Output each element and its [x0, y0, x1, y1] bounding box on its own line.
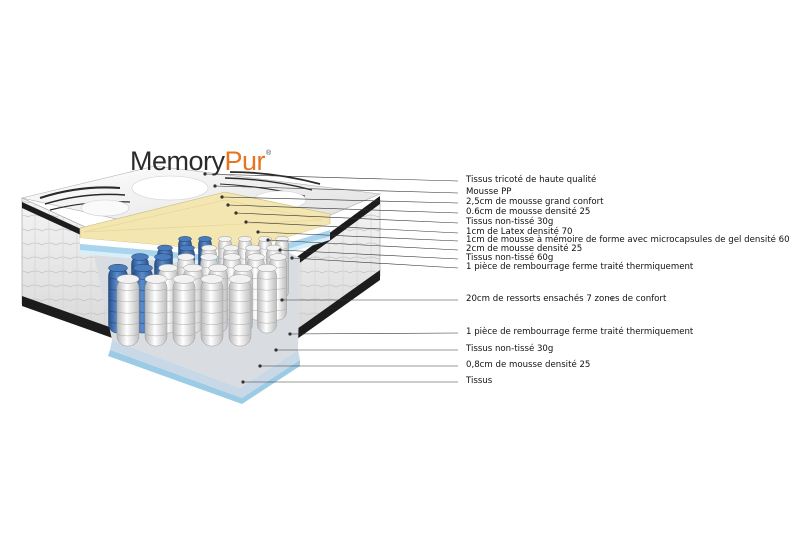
leader-lines	[203, 172, 459, 384]
leader-dot	[241, 380, 245, 384]
pocket-spring	[144, 274, 168, 347]
pocket-spring	[228, 274, 252, 347]
leader-line	[289, 332, 459, 335]
leader-dot	[220, 195, 224, 199]
leader-line	[291, 257, 459, 269]
layer-label-pp-foam: Mousse PP	[466, 187, 512, 197]
layer-label-pocket-springs: 20cm de ressorts ensachés 7 zones de con…	[466, 294, 667, 304]
leader-dot	[244, 220, 248, 224]
layer-label-memory-foam: 1cm de mousse à mémoire de forme avec mi…	[466, 235, 790, 245]
layer-label-nonwoven-30-top: Tissus non-tissé 30g	[466, 217, 554, 227]
layer-label-padding-top: 1 pièce de rembourrage ferme traité ther…	[466, 262, 694, 272]
leader-dot	[234, 211, 238, 215]
brand-registered-mark: ®	[266, 150, 271, 157]
leader-dot	[290, 256, 294, 260]
leader-line	[235, 212, 459, 224]
leader-line	[245, 221, 459, 234]
leader-dot	[274, 348, 278, 352]
leader-dot	[266, 238, 270, 242]
layer-label-nonwoven-60: Tissus non-tissé 60g	[466, 253, 554, 263]
pocket-spring	[116, 274, 140, 347]
brand-name-part2: Pur	[224, 146, 266, 176]
leader-dot	[278, 248, 282, 252]
layer-label-padding-bottom: 1 pièce de rembourrage ferme traité ther…	[466, 327, 694, 337]
pocket-springs	[108, 236, 289, 347]
leader-line	[214, 185, 459, 194]
leader-line	[204, 173, 459, 182]
leader-dot	[288, 332, 292, 336]
leader-line	[279, 249, 459, 260]
layer-label-latex: 1cm de Latex densité 70	[466, 227, 573, 237]
layer-label-knitted-fabric: Tissus tricoté de haute qualité	[466, 175, 597, 185]
leader-line	[221, 196, 459, 204]
brand-name-part1: Memory	[130, 146, 225, 176]
pocket-spring	[257, 263, 277, 334]
layer-label-comfort-foam: 2,5cm de mousse grand confort	[466, 197, 604, 207]
layer-label-foam-06: 0.6cm de mousse densité 25	[466, 207, 591, 217]
brand-logo: MemoryPur®	[130, 146, 271, 176]
leader-dot	[256, 230, 260, 234]
leader-dot	[203, 172, 207, 176]
leader-dot	[258, 364, 262, 368]
layer-label-nonwoven-30-bottom: Tissus non-tissé 30g	[466, 344, 554, 354]
leader-dot	[226, 203, 230, 207]
layer-label-fabric: Tissus	[466, 376, 493, 386]
leader-dot	[213, 184, 217, 188]
leader-line	[257, 231, 459, 242]
spring-footnote: n)	[608, 296, 614, 302]
leader-line	[227, 204, 459, 214]
leader-dot	[280, 298, 284, 302]
pocket-spring	[200, 274, 224, 347]
pocket-spring	[172, 274, 196, 347]
leader-line	[267, 239, 459, 251]
layer-label-foam-08: 0,8cm de mousse densité 25	[466, 360, 591, 370]
layer-label-foam-2cm: 2cm de mousse densité 25	[466, 244, 583, 254]
